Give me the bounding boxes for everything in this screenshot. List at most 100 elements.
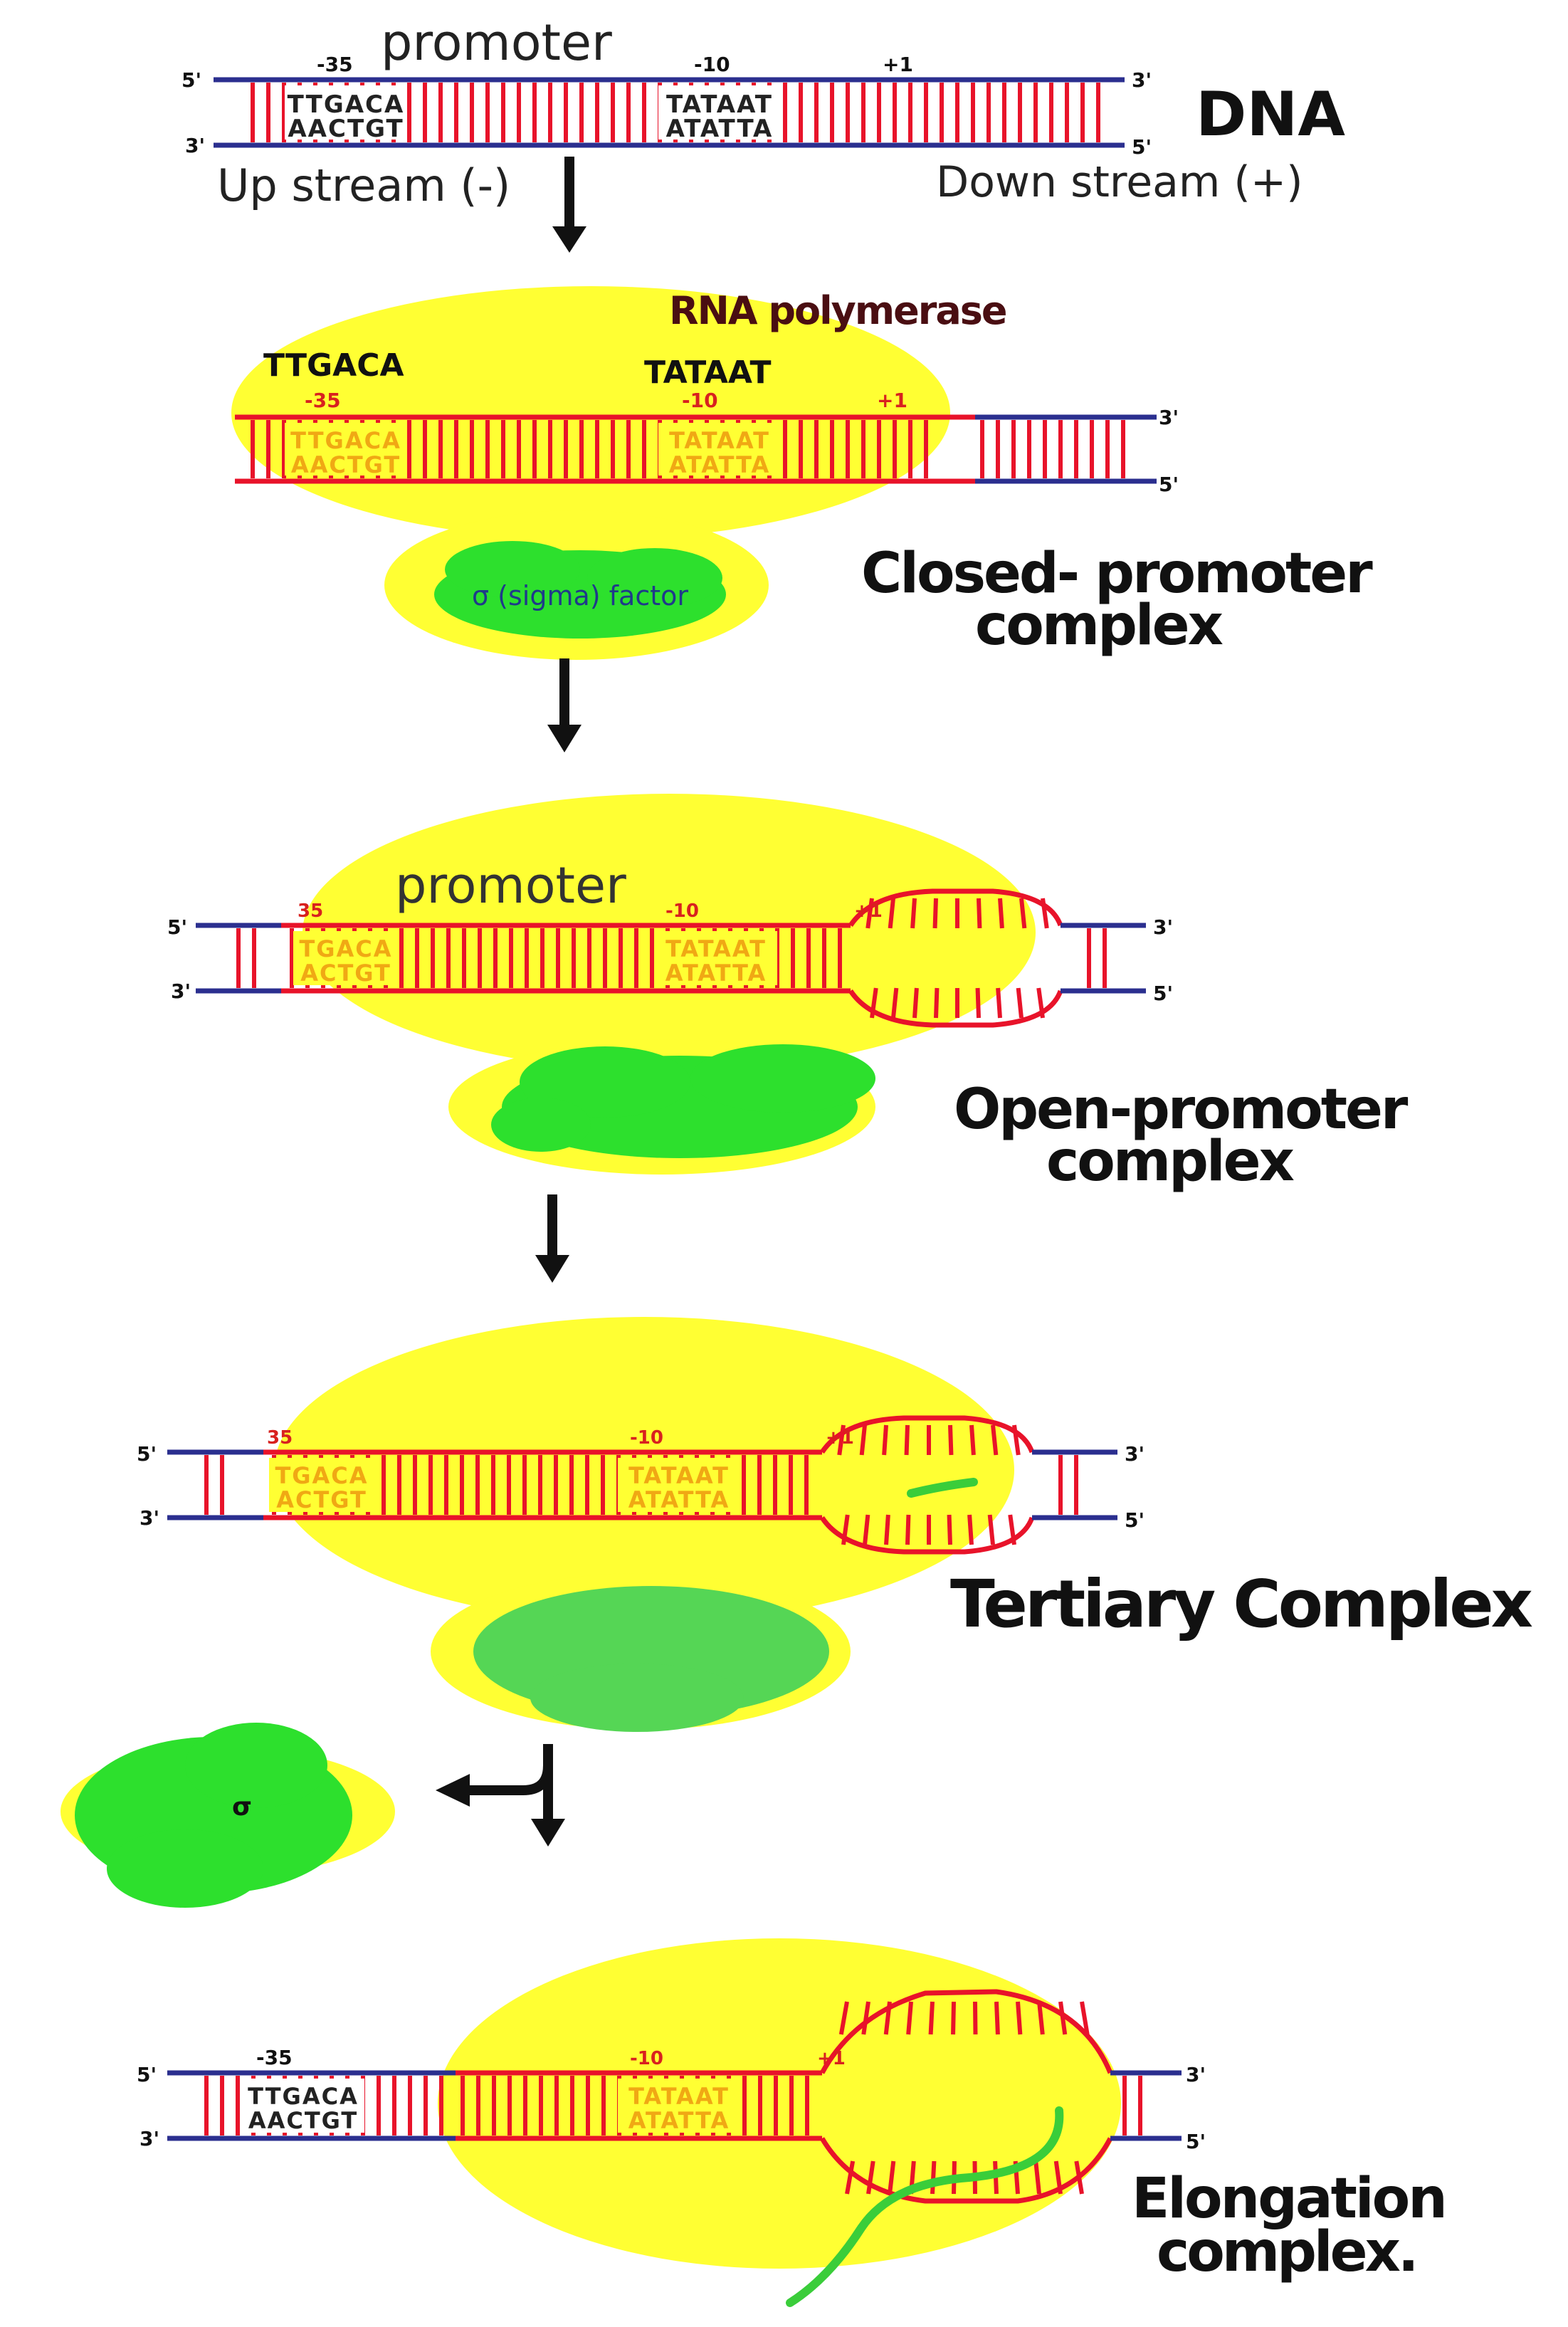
arrow-down-2 [547, 658, 582, 752]
unpaired-base [1043, 898, 1047, 928]
dna-label: DNA [1196, 79, 1345, 150]
closed-base-pairs-right [982, 420, 1123, 478]
unpaired-base [1000, 898, 1002, 928]
open-seq-bot-10: ATATTA [665, 960, 767, 987]
unpaired-base [912, 898, 915, 928]
tertiary-pos-10: -10 [630, 1427, 663, 1449]
open-label-line2: complex [1046, 1130, 1295, 1194]
tertiary-seq-bot-35: ACTGT [276, 1486, 367, 1513]
open-seq-top-10: TATAAT [665, 935, 767, 962]
elong-seq-bot-10: ATATTA [628, 2107, 730, 2134]
closed-end-5: 5' [1159, 473, 1179, 496]
stage-elongation-complex: TTGACA AACTGT TATAAT ATATTA -35 -10 +1 5… [137, 1938, 1446, 2303]
unpaired-base [949, 1515, 950, 1545]
tertiary-pos-1: +1 [826, 1427, 854, 1449]
closed-seq-bot-10: ATATTA [669, 451, 771, 478]
unpaired-base [908, 2002, 911, 2034]
closed-pos-35: -35 [305, 389, 341, 412]
tertiary-seq-bot-10: ATATTA [628, 1486, 730, 1513]
closed-seq-top-35: TTGACA [290, 427, 401, 454]
stage-tertiary-complex: TGACA ACTGT TATAAT ATATTA 35 -10 +1 5' 3… [137, 1317, 1532, 1732]
elong-seq-top-35: TTGACA [248, 2083, 359, 2110]
rna-polymerase-label: RNA polymerase [669, 288, 1006, 333]
elong-end-3-right: 3' [1186, 2063, 1206, 2086]
unpaired-base [886, 1515, 888, 1545]
dna-seq-bot-10: ATATTA [666, 115, 774, 143]
unpaired-base [950, 1425, 951, 1455]
dna-pos-1: +1 [883, 53, 913, 76]
arrow-down-1 [552, 157, 586, 253]
sigma-factor-label: σ (sigma) factor [472, 580, 688, 611]
open-seq-top-35: TGACA [299, 935, 392, 962]
open-seq-bot-35: ACTGT [300, 960, 391, 987]
open-pos-1: +1 [854, 900, 883, 922]
closed-pos-10: -10 [682, 389, 718, 412]
dna-end-3-left: 3' [185, 134, 205, 157]
unpaired-base [953, 2002, 954, 2034]
dna-pos-35: -35 [317, 53, 353, 76]
elong-end-5-right: 5' [1186, 2130, 1206, 2153]
open-end-5-right: 5' [1153, 982, 1173, 1005]
unpaired-base [972, 1425, 974, 1455]
dna-pos-10: -10 [694, 53, 730, 76]
tertiary-base-pairs-right [1061, 1455, 1076, 1515]
closed-end-3: 3' [1159, 406, 1179, 429]
release-arrow [436, 1744, 565, 1847]
dna-end-3-right: 3' [1132, 68, 1152, 92]
elong-pos-10: -10 [630, 2048, 663, 2069]
dna-end-5-left: 5' [181, 68, 201, 92]
unpaired-base [996, 2002, 998, 2034]
dna-seq-bot-35: AACTGT [288, 115, 404, 143]
closed-seq-bot-35: AACTGT [291, 451, 401, 478]
unpaired-base [907, 1515, 908, 1545]
dna-promoter-label: promoter [381, 14, 612, 72]
unpaired-base [998, 988, 1000, 1018]
open-end-5: 5' [167, 915, 187, 939]
unpaired-base [884, 1425, 886, 1455]
open-pos-10: -10 [665, 900, 699, 922]
open-base-pairs-right [1089, 928, 1105, 988]
tertiary-end-5: 5' [137, 1442, 157, 1466]
elong-pos-1: +1 [817, 2048, 846, 2069]
tertiary-end-3: 3' [140, 1506, 159, 1530]
closed-ttgaca-label: TTGACA [263, 347, 404, 384]
tertiary-seq-top-35: TGACA [275, 1462, 368, 1489]
closed-tataat-label: TATAAT [644, 354, 772, 391]
unpaired-base [1018, 2002, 1020, 2034]
unpaired-base [936, 988, 937, 1018]
sigma-release: σ [60, 1723, 565, 1908]
closed-pos-1: +1 [877, 389, 907, 412]
upstream-label: Up stream (-) [217, 159, 510, 211]
arrow-down-3 [535, 1194, 569, 1283]
elong-base-pairs-right [1125, 2076, 1140, 2136]
unpaired-base [969, 1515, 972, 1545]
tertiary-base-pairs-left [206, 1455, 222, 1515]
elong-end-3: 3' [140, 2127, 159, 2150]
released-sigma-label: σ [232, 1792, 252, 1822]
unpaired-base [1019, 988, 1021, 1018]
dna-end-5-right: 5' [1132, 135, 1152, 159]
stage-closed-promoter-complex: σ (sigma) factor TTGACA AACTGT TATAAT AT… [231, 286, 1373, 660]
unpaired-base [978, 988, 979, 1018]
open-pos-35: 35 [298, 900, 323, 922]
elong-seq-bot-35: AACTGT [248, 2107, 358, 2134]
closed-seq-top-10: TATAAT [669, 427, 770, 454]
elong-pos-35: -35 [256, 2046, 293, 2069]
open-promoter-label: promoter [395, 856, 626, 915]
unpaired-base [932, 2161, 934, 2194]
unpaired-base [931, 2002, 932, 2034]
stage-open-promoter-complex: TGACA ACTGT TATAAT ATATTA 35 -10 +1 prom… [167, 794, 1409, 1194]
elong-end-5: 5' [137, 2063, 157, 2086]
elong-label-line2: complex. [1157, 2220, 1416, 2284]
released-sigma-green [75, 1723, 352, 1908]
unpaired-base [935, 898, 936, 928]
open-end-3-right: 3' [1153, 915, 1173, 939]
elong-seq-top-10: TATAAT [628, 2083, 730, 2110]
tertiary-pos-35: 35 [267, 1427, 293, 1449]
unpaired-base [915, 988, 917, 1018]
tertiary-end-5-right: 5' [1125, 1508, 1145, 1532]
unpaired-base [1014, 1425, 1019, 1455]
open-end-3: 3' [171, 979, 191, 1003]
